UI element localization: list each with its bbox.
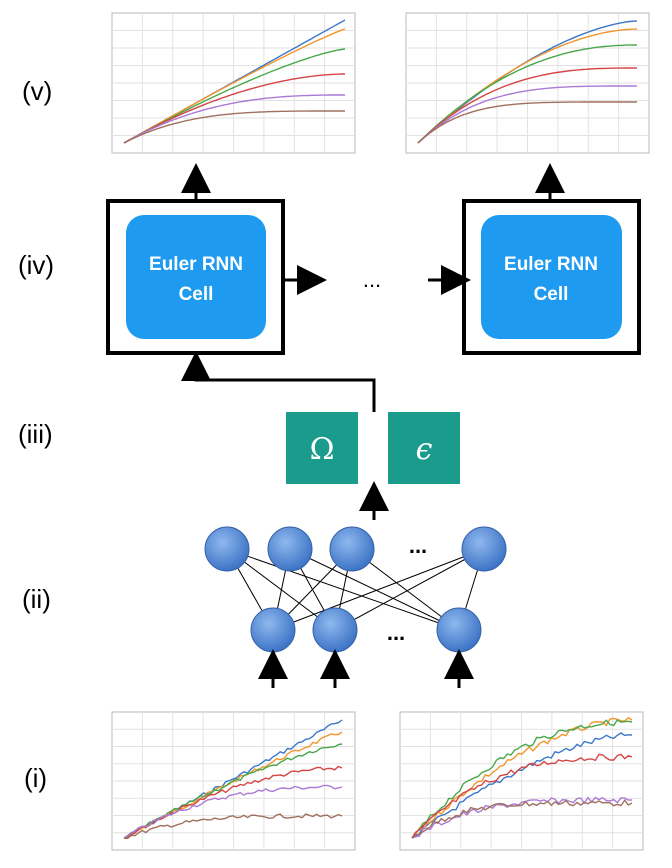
cell-1-label-line1: Euler RNN	[149, 254, 243, 275]
output-curve	[123, 73, 345, 144]
network-node	[461, 526, 507, 572]
output-plot-left-grid	[112, 13, 355, 153]
stage-label-i: (i)	[24, 763, 47, 793]
output-curve	[123, 110, 345, 144]
network-node	[312, 607, 358, 653]
stage-label-ii: (ii)	[22, 584, 51, 614]
omega-param-box: Ω	[286, 412, 358, 484]
input-curve	[123, 765, 343, 839]
input-curve	[123, 813, 343, 840]
network-node	[250, 607, 296, 653]
output-curve	[417, 67, 637, 144]
rnn-ellipsis: ...	[363, 267, 381, 292]
network-top-layer: ...	[204, 526, 507, 572]
input-curve	[411, 732, 633, 839]
input-curve	[411, 796, 633, 839]
input-curve	[411, 753, 633, 839]
euler-rnn-cell-1: Euler RNN Cell	[106, 199, 285, 355]
input-curve	[411, 798, 633, 839]
network-node	[204, 526, 250, 572]
epsilon-param-box: ϵ	[388, 412, 460, 484]
output-plot-right	[405, 12, 650, 154]
arrow-params-to-cell1	[181, 351, 376, 412]
output-curve	[123, 94, 345, 144]
input-curve	[123, 784, 343, 839]
network-bottom-layer: ...	[250, 607, 482, 653]
output-curve	[123, 28, 346, 144]
input-plot-right	[399, 711, 644, 851]
input-curve	[411, 719, 633, 839]
output-plot-left-curves	[123, 19, 346, 144]
network-node	[267, 526, 313, 572]
output-curve	[417, 101, 637, 144]
input-plot-right-grid	[400, 712, 643, 850]
stage-label-iv: (iv)	[18, 250, 54, 280]
euler-rnn-cell-2: Euler RNN Cell	[462, 199, 641, 355]
cell-2-label-line1: Euler RNN	[504, 254, 598, 275]
omega-symbol: Ω	[310, 432, 335, 467]
network-bottom-ellipsis: ...	[387, 620, 405, 645]
network-top-ellipsis: ...	[409, 533, 427, 558]
input-plot-right-curves	[411, 716, 633, 839]
input-curve	[411, 716, 633, 839]
network-node	[329, 526, 375, 572]
stage-label-v: (v)	[22, 76, 52, 106]
output-plot-left	[111, 12, 356, 154]
cell-1-label-line2: Cell	[179, 284, 214, 305]
output-plot-right-curves	[417, 20, 638, 144]
input-plot-left-curves	[123, 719, 343, 840]
cell-2-label-line2: Cell	[534, 284, 569, 305]
stage-label-iii: (iii)	[18, 419, 53, 449]
output-curve	[417, 44, 637, 144]
network-node	[436, 607, 482, 653]
output-curve	[417, 85, 637, 144]
input-plot-left	[111, 711, 356, 851]
epsilon-symbol: ϵ	[416, 432, 433, 467]
